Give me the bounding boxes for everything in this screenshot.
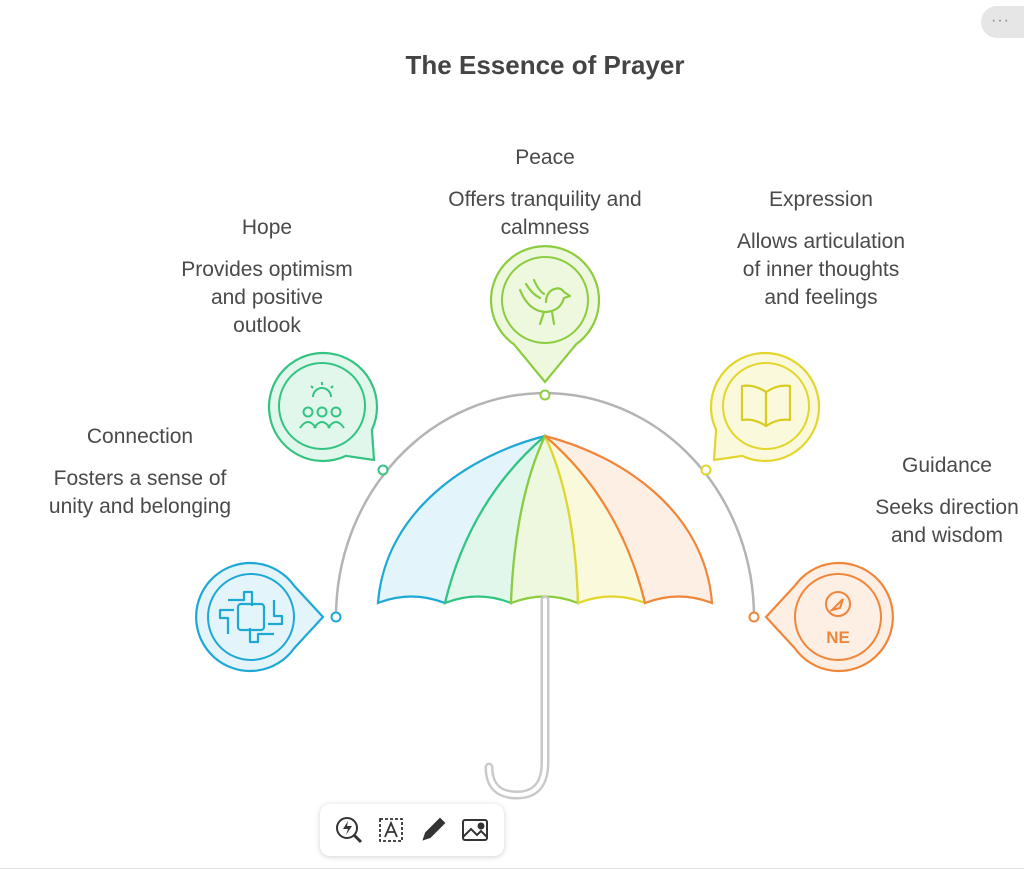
item-label-peace: Peace Offers tranquility and calmness: [445, 144, 645, 242]
connector-dot-guidance: [748, 611, 760, 623]
compass-icon: [825, 591, 851, 617]
canopy-panel-5: [544, 434, 714, 605]
dove-icon: [518, 278, 572, 326]
item-heading: Peace: [515, 146, 575, 169]
umbrella-handle: [484, 595, 550, 800]
badge-expression: [709, 351, 821, 463]
connector-dot-expression: [700, 464, 712, 476]
item-label-guidance: Guidance Seeks direction and wisdom: [862, 452, 1024, 550]
edit-toolbar: [320, 804, 504, 856]
item-description: Fosters a sense of unity and belonging: [48, 467, 232, 518]
item-heading: Guidance: [902, 454, 992, 477]
item-description: Seeks direction and wisdom: [875, 496, 1019, 547]
badge-connection: [195, 561, 325, 673]
canvas-bottom-border: [0, 868, 1024, 869]
badge-peace: [489, 245, 601, 384]
hands-network-icon: [218, 590, 284, 644]
item-label-connection: Connection Fosters a sense of unity and …: [40, 423, 240, 521]
item-description: Provides optimism and positive outlook: [181, 258, 353, 337]
text-box-icon[interactable]: [375, 814, 407, 846]
pen-icon[interactable]: [417, 814, 449, 846]
item-heading: Expression: [769, 188, 873, 211]
item-description: Offers tranquility and calmness: [448, 188, 642, 239]
item-label-expression: Expression Allows articulation of inner …: [735, 186, 907, 312]
connector-dot-peace: [539, 389, 551, 401]
people-sun-icon: [299, 382, 345, 429]
item-heading: Hope: [241, 216, 293, 239]
connector-dot-connection: [330, 611, 342, 623]
badge-guidance: NE: [764, 561, 894, 673]
connector-dot-hope: [377, 464, 389, 476]
item-heading: Connection: [86, 425, 194, 448]
ai-zoom-icon[interactable]: [333, 814, 365, 846]
more-options-button[interactable]: ···: [981, 6, 1024, 38]
umbrella-canopy: [376, 433, 714, 605]
image-icon[interactable]: [459, 814, 491, 846]
diagram-title: The Essence of Prayer: [405, 50, 685, 80]
item-description: Allows articulation of inner thoughts an…: [736, 230, 906, 309]
open-book-icon: [740, 384, 792, 428]
badge-hope: [267, 351, 379, 463]
compass-direction-text: NE: [826, 628, 850, 647]
item-label-hope: Hope Provides optimism and positive outl…: [177, 214, 357, 340]
